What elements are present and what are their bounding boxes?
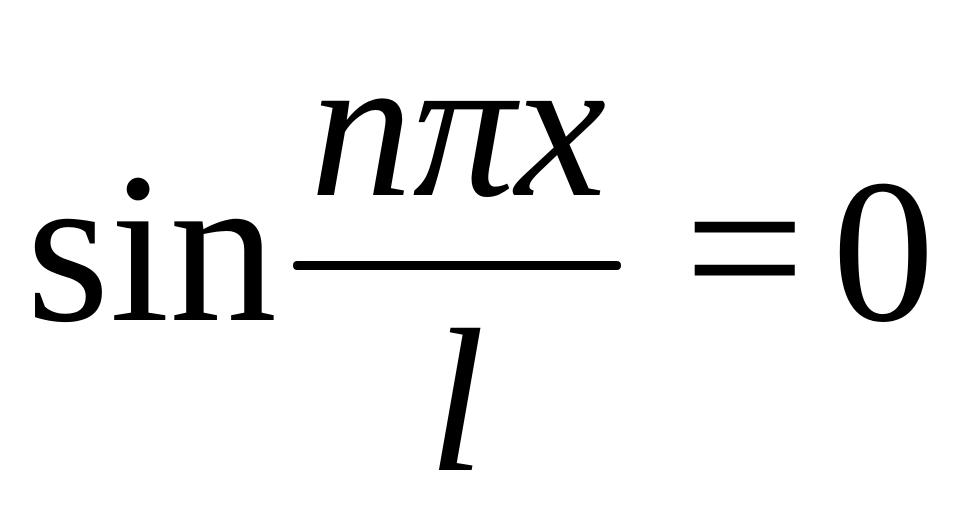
function-sin: sin <box>26 128 277 367</box>
rhs-zero: 0 <box>832 138 935 365</box>
equals-sign: = <box>684 128 805 367</box>
fraction-numerator: nπx <box>310 13 606 240</box>
fraction-bar <box>293 261 621 270</box>
fraction-denominator: l <box>428 288 485 515</box>
